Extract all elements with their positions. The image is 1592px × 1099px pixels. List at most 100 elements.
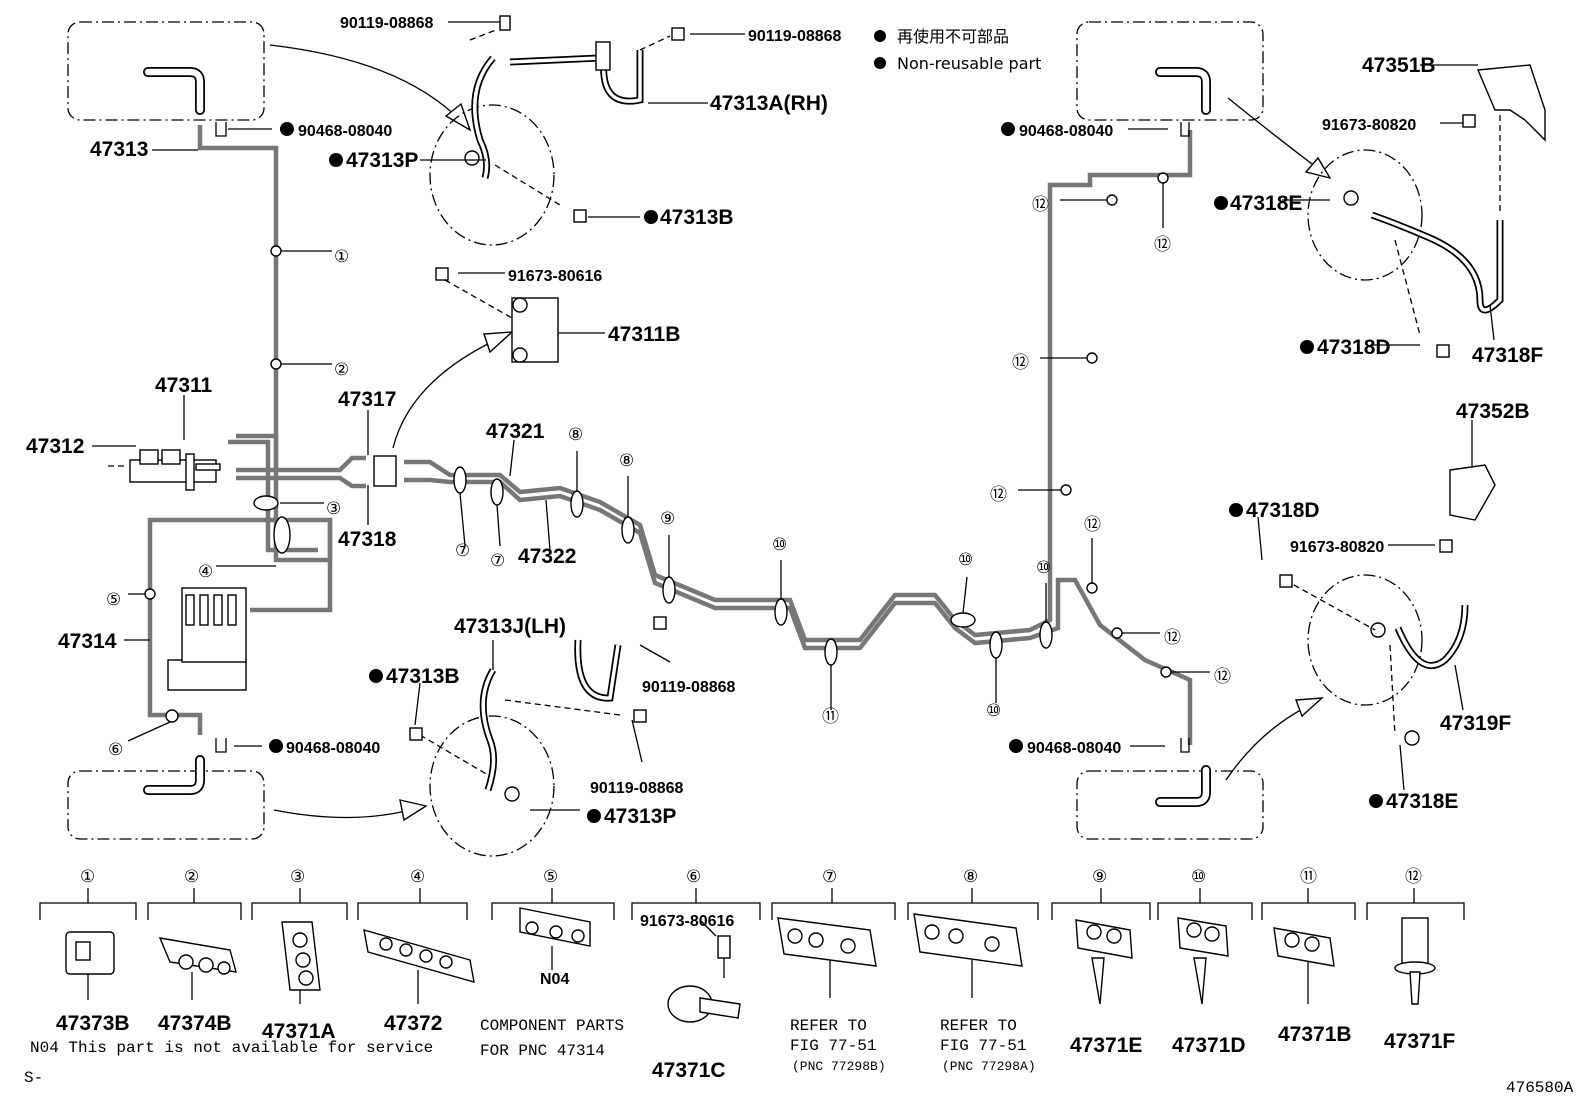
label-91673-80820-a: 91673-80820 bbox=[1322, 117, 1416, 134]
label-47313P-bot: 47313P bbox=[604, 805, 676, 828]
hose-47319F bbox=[1284, 579, 1469, 736]
callout-8b: ⑧ bbox=[619, 451, 634, 471]
label-47318E-bot: 47318E bbox=[1386, 790, 1458, 813]
label-47314: 47314 bbox=[58, 630, 117, 653]
note-component-1: COMPONENT PARTS bbox=[480, 1017, 624, 1035]
legend-part-47371D: 47371D bbox=[1172, 1034, 1246, 1057]
hose-47318F bbox=[1343, 115, 1504, 336]
legend-callout-4: ④ bbox=[410, 867, 425, 887]
legend-callout-6: ⑥ bbox=[686, 867, 701, 887]
legend-part-47374B: 47374B bbox=[158, 1012, 232, 1035]
legend-part-47371F: 47371F bbox=[1384, 1030, 1455, 1053]
clamp-legend: ① ② ③ ④ ⑤ ⑥ ⑦ ⑧ ⑨ ⑩ ⑪ ⑫ bbox=[24, 867, 1574, 1097]
callout-10d: ⑩ bbox=[986, 701, 1001, 721]
callout-1: ① bbox=[334, 247, 349, 267]
callout-7a: ⑦ bbox=[455, 541, 470, 561]
note-ref8-b: FIG 77-51 bbox=[940, 1037, 1026, 1055]
detail-circles bbox=[429, 104, 1423, 857]
wheel-box-front-right bbox=[1076, 21, 1264, 121]
callout-4: ④ bbox=[198, 562, 213, 582]
legend-callout-2: ② bbox=[184, 867, 199, 887]
label-47352B: 47352B bbox=[1456, 400, 1530, 423]
hose-47313J bbox=[419, 639, 622, 802]
label-47318D-bot: 47318D bbox=[1246, 499, 1320, 522]
label-91673-80820-b: 91673-80820 bbox=[1290, 539, 1384, 556]
master-cylinder-47311 bbox=[108, 395, 221, 491]
label-90119-4: 90119-08868 bbox=[590, 780, 684, 797]
label-47311: 47311 bbox=[155, 374, 213, 397]
abs-actuator-47314 bbox=[167, 587, 247, 691]
label-47318F: 47318F bbox=[1472, 344, 1543, 367]
label-47313B-bot: 47313B bbox=[386, 665, 460, 688]
figure-code: 476580A bbox=[1506, 1079, 1574, 1097]
callout-11: ⑪ bbox=[822, 707, 839, 727]
label-47322: 47322 bbox=[518, 545, 576, 568]
callout-2: ② bbox=[334, 360, 349, 380]
legend-part-47371C: 47371C bbox=[652, 1059, 726, 1082]
legend-part-47371E: 47371E bbox=[1070, 1034, 1142, 1057]
legend-part-47373B: 47373B bbox=[56, 1012, 130, 1035]
legend-callout-9: ⑨ bbox=[1092, 867, 1107, 887]
legend-part-91673-80616: 91673-80616 bbox=[640, 913, 734, 930]
callout-10b: ⑩ bbox=[958, 550, 973, 570]
callout-3: ③ bbox=[326, 499, 341, 519]
label-47313B-top: 47313B bbox=[660, 206, 734, 229]
label-90468-1: 90468-08040 bbox=[298, 123, 392, 140]
label-47318D-top: 47318D bbox=[1317, 336, 1391, 359]
callout-12b: ⑫ bbox=[1154, 235, 1171, 255]
legend-part-47371B: 47371B bbox=[1278, 1023, 1352, 1046]
note-ref8-a: REFER TO bbox=[940, 1017, 1017, 1035]
bracket-47311B bbox=[444, 279, 559, 363]
label-90468-4: 90468-08040 bbox=[1027, 740, 1121, 757]
label-47319F: 47319F bbox=[1440, 712, 1511, 735]
legend-en: Non-reusable part bbox=[897, 54, 1041, 73]
hose-47313A bbox=[464, 29, 671, 206]
label-90119-2: 90119-08868 bbox=[748, 28, 842, 45]
label-47313P-top: 47313P bbox=[346, 149, 418, 172]
pipe-clamps bbox=[144, 172, 1172, 723]
legend-part-N04: N04 bbox=[540, 971, 569, 988]
wheel-box-front-left bbox=[67, 21, 265, 121]
fastener-icons bbox=[215, 15, 1476, 753]
label-91673-80616: 91673-80616 bbox=[508, 268, 602, 285]
label-47321: 47321 bbox=[486, 420, 545, 443]
callout-12d: ⑫ bbox=[990, 485, 1007, 505]
note-component-2: FOR PNC 47314 bbox=[480, 1042, 605, 1060]
legend-dot-1 bbox=[874, 30, 886, 42]
main-callouts: ① ② ③ ④ ⑤ ⑥ ⑦ ⑦ ⑧ ⑧ ⑨ ⑩ ⑩ ⑩ ⑩ ⑪ ⑫ ⑫ ⑫ ⑫ … bbox=[106, 195, 1231, 760]
label-47312: 47312 bbox=[26, 435, 84, 458]
callout-8a: ⑧ bbox=[568, 425, 583, 445]
note-ref7-a: REFER TO bbox=[790, 1017, 867, 1035]
callout-12a: ⑫ bbox=[1032, 195, 1049, 215]
legend-part-47372: 47372 bbox=[384, 1012, 442, 1035]
callout-9: ⑨ bbox=[660, 509, 675, 529]
label-47313J: 47313J(LH) bbox=[454, 615, 566, 638]
callout-10a: ⑩ bbox=[772, 535, 787, 555]
legend-callout-5: ⑤ bbox=[543, 867, 558, 887]
legend-callout-7: ⑦ bbox=[822, 867, 837, 887]
legend-callout-10: ⑩ bbox=[1191, 867, 1206, 887]
note-s: S- bbox=[24, 1069, 43, 1087]
label-47317: 47317 bbox=[338, 388, 396, 411]
legend-callout-8: ⑧ bbox=[963, 867, 978, 887]
label-90119-3: 90119-08868 bbox=[642, 679, 736, 696]
callout-12c: ⑫ bbox=[1012, 353, 1029, 373]
callout-6: ⑥ bbox=[108, 740, 123, 760]
label-47318: 47318 bbox=[338, 528, 397, 551]
direction-arrows bbox=[269, 44, 1332, 822]
callout-5: ⑤ bbox=[106, 590, 121, 610]
callout-12g: ⑫ bbox=[1214, 667, 1231, 687]
label-90468-3: 90468-08040 bbox=[286, 740, 380, 757]
legend-callout-11: ⑪ bbox=[1300, 867, 1317, 887]
wheel-box-rear-right bbox=[1076, 765, 1264, 840]
leader-lines bbox=[92, 21, 1495, 811]
callout-12e: ⑫ bbox=[1084, 515, 1101, 535]
label-90119-1: 90119-08868 bbox=[340, 15, 434, 32]
bracket-47352B bbox=[1449, 464, 1496, 521]
non-reusable-markers bbox=[269, 122, 1383, 823]
legend-jp: 再使用不可部品 bbox=[897, 27, 1009, 46]
callout-7b: ⑦ bbox=[490, 551, 505, 571]
legend-part-47371A: 47371A bbox=[262, 1020, 336, 1043]
label-47313: 47313 bbox=[90, 138, 148, 161]
